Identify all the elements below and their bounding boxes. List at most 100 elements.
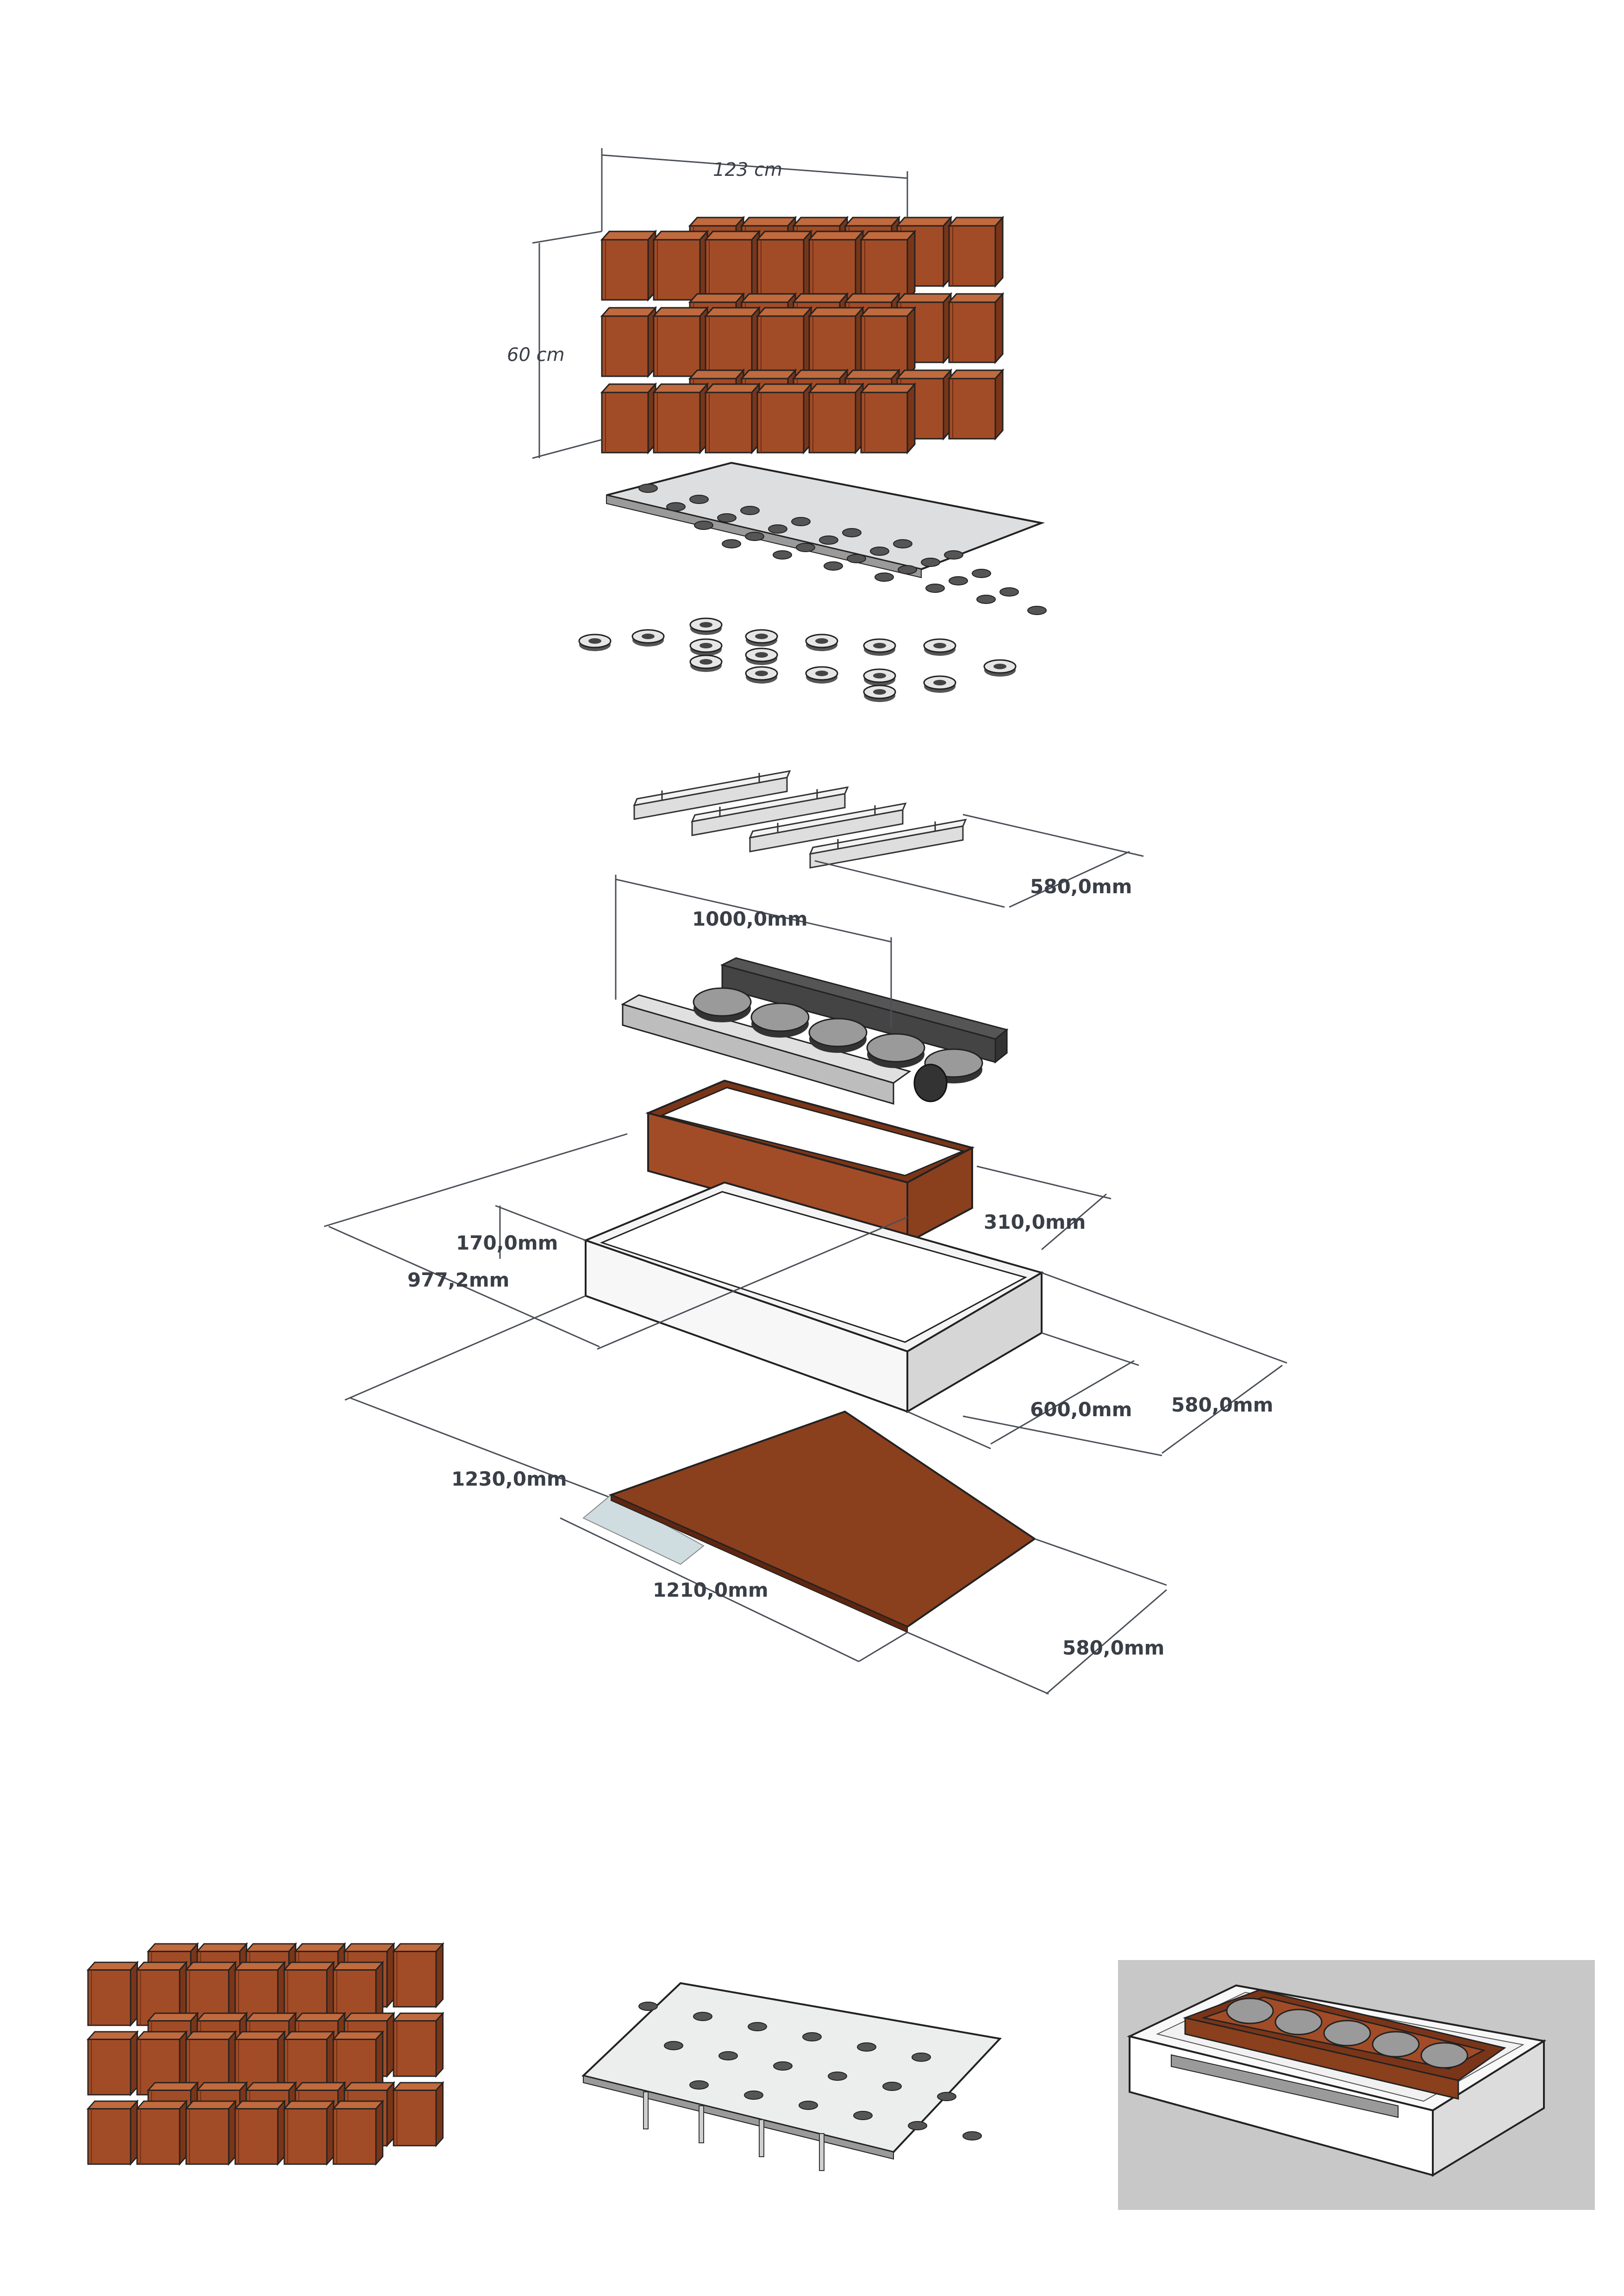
plate-hole (718, 2051, 738, 2060)
plate-hole (664, 2041, 683, 2050)
dimension-slat-580: 580,0mm (814, 814, 1144, 908)
plate-hole (666, 502, 686, 511)
cube (601, 230, 656, 301)
plate-hole (722, 539, 741, 548)
label-slat-length: 580,0mm (1030, 875, 1132, 898)
label-base-length: 1210,0mm (653, 1579, 768, 1601)
ring-fastener (689, 638, 723, 657)
cube (705, 383, 760, 454)
perforated-plate (606, 461, 1047, 615)
cube (705, 307, 760, 377)
roller (808, 1018, 868, 1047)
label-frame-inner-width: 600,0mm (1030, 1398, 1132, 1421)
plate-hole (921, 558, 940, 567)
dimension-frame-580: 580,0mm (962, 1272, 1287, 1456)
label-frame-length: 1230,0mm (451, 1468, 567, 1490)
plate-hole (638, 2002, 658, 2011)
roller (750, 1002, 810, 1032)
plate-hole (999, 587, 1019, 597)
open-frame-box (583, 1181, 1044, 1413)
slats (633, 770, 967, 869)
roller (866, 1033, 925, 1063)
cube (808, 307, 864, 377)
cube (87, 1961, 138, 2026)
plate-hole (1027, 606, 1047, 615)
ring-fastener (745, 647, 778, 666)
plate-hole (944, 550, 963, 560)
roller (1274, 2009, 1323, 2035)
cube-stack (601, 217, 1004, 454)
plate-hole (853, 2111, 873, 2120)
cube (860, 230, 916, 301)
plate-hole (689, 495, 709, 504)
cube (234, 2100, 286, 2165)
cube (756, 230, 812, 301)
cube (185, 2100, 237, 2165)
ring-fastener (863, 684, 896, 703)
dimension-roller-1000: 1000,0mm (615, 875, 892, 1027)
ring-fastener (745, 629, 778, 647)
cube (393, 1943, 444, 2008)
plate-leg (819, 2133, 824, 2171)
label-frame-inner-length: 977,2mm (407, 1269, 509, 1291)
cube (860, 383, 916, 454)
plate-hole (802, 2032, 822, 2041)
plate-hole (740, 506, 760, 515)
label-base-width: 580,0mm (1062, 1636, 1164, 1659)
plate-hole (773, 2061, 793, 2071)
cube (948, 293, 1004, 363)
plate-leg (643, 2091, 649, 2129)
roller (693, 987, 752, 1017)
ring-fastener (863, 638, 896, 657)
plate-hole (912, 2053, 931, 2062)
roller-assembly (621, 957, 1009, 1105)
base-panel (582, 1410, 1037, 1633)
plate-hole (847, 554, 866, 563)
cube (653, 307, 708, 377)
plate-leg (759, 2119, 764, 2157)
ring-fasteners (578, 617, 1017, 703)
cube (87, 2031, 138, 2096)
plate-hole (819, 535, 838, 545)
dimension-frame-170: 170,0mm (456, 1205, 586, 1259)
ring-fastener (745, 666, 778, 684)
cube (653, 383, 708, 454)
plate-hole (748, 2022, 767, 2031)
cube (653, 230, 708, 301)
label-width: 123 cm (713, 159, 782, 180)
plate-hole (882, 2082, 902, 2091)
plate-hole (925, 584, 945, 593)
ring-fastener (863, 668, 896, 687)
cube (860, 307, 916, 377)
cube (601, 307, 656, 377)
plate-hole (857, 2042, 876, 2052)
cube (948, 369, 1004, 440)
cube (756, 307, 812, 377)
roller (1420, 2042, 1468, 2069)
plate-hole (773, 550, 792, 560)
ring-fastener (983, 659, 1017, 678)
plate-hole (799, 2101, 818, 2110)
label-frame-width: 580,0mm (1171, 1394, 1273, 1416)
plate-hole (638, 484, 658, 493)
plate-hole (694, 521, 713, 530)
plate-hole (828, 2072, 847, 2081)
ring-fastener (631, 629, 665, 647)
dimension-height-60cm: 60 cm (507, 230, 602, 459)
cube (601, 383, 656, 454)
ring-fastener (578, 634, 612, 652)
cube (808, 230, 864, 301)
plate-hole (768, 524, 787, 534)
ring-fastener (805, 634, 838, 652)
plate-hole (976, 595, 996, 604)
plate-hole (972, 569, 991, 578)
cube (808, 383, 864, 454)
dimension-base-580: 580,0mm (907, 1538, 1167, 1695)
cube (705, 230, 760, 301)
ring-fastener (689, 617, 723, 636)
plate-hole (937, 2092, 956, 2101)
label-inner-height: 310,0mm (984, 1211, 1086, 1233)
dimension-inner-310: 310,0mm (976, 1165, 1112, 1251)
ring-fastener (923, 675, 956, 694)
ring-fastener (805, 666, 838, 684)
